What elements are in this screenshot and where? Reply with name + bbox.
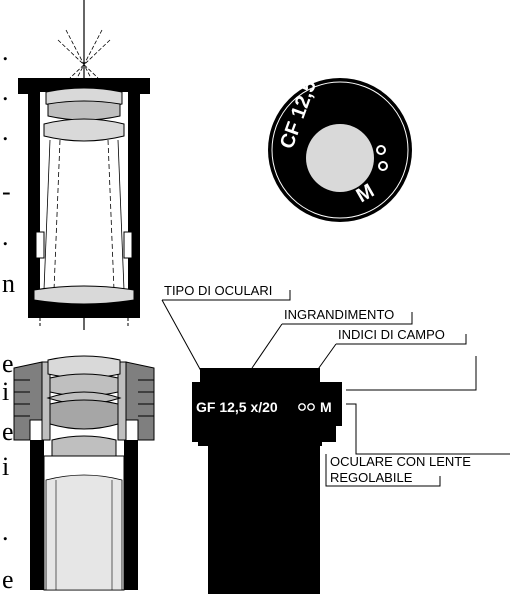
- bottom-lens: [33, 285, 135, 305]
- edge-char: -: [2, 177, 11, 206]
- eye-lens-2: [47, 100, 121, 121]
- engraving-field-dots: [298, 403, 315, 411]
- eyepiece-side-view: GF 12,5 x/20 M: [192, 368, 342, 594]
- eyepiece-cross-section: [18, 0, 150, 330]
- label-adjustable-lens-2: REGOLABILE: [330, 470, 413, 485]
- label-field-index: INDICI DI CAMPO: [338, 327, 445, 342]
- ring-lens: [306, 124, 374, 192]
- edge-char: .: [2, 222, 9, 251]
- ray-cone: [57, 29, 111, 81]
- engraving-text: GF 12,5 x/20: [196, 399, 278, 415]
- edge-char: .: [2, 37, 9, 66]
- edge-char: e: [2, 565, 14, 594]
- edge-char: .: [2, 77, 9, 106]
- edge-char: e: [2, 417, 14, 446]
- edge-char: e: [2, 349, 14, 378]
- label-eyepiece-type: TIPO DI OCULARI: [164, 283, 272, 298]
- adjustable-eyepiece-section: [13, 355, 155, 591]
- ring-field-dots: [376, 145, 388, 171]
- housing-bore: [40, 92, 128, 300]
- engraving-mark: M: [320, 399, 332, 415]
- edge-char: .: [2, 117, 9, 146]
- eyepiece-top-view: CF 12,5 : 20 M: [268, 40, 412, 222]
- edge-char: i: [2, 377, 9, 406]
- eyepiece-barrel: [208, 446, 320, 594]
- edge-char: i: [2, 452, 9, 481]
- field-lens: [43, 118, 125, 142]
- edge-char: .: [2, 517, 9, 546]
- engraving-band: [192, 382, 342, 446]
- label-magnification: INGRANDIMENTO: [284, 307, 394, 322]
- callout-lines: [161, 290, 510, 487]
- edge-char: n: [2, 269, 15, 298]
- label-adjustable-lens: OCULARE CON LENTE: [330, 454, 471, 469]
- eyepiece-collar-top: [200, 368, 320, 384]
- left-edge-text: . . . - . n e i e i . e: [2, 37, 15, 594]
